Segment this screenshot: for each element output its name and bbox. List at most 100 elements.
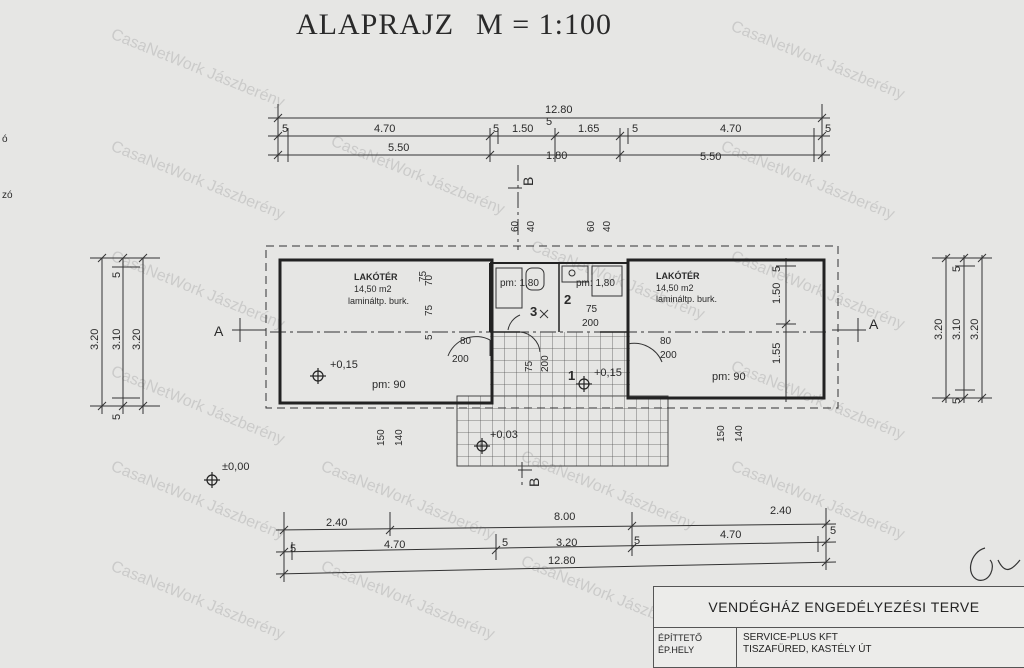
room-name: LAKÓTÉR — [656, 270, 700, 281]
terrace-level: +0,03 — [490, 429, 518, 441]
dim-label: 5 — [502, 537, 508, 549]
walls — [278, 258, 826, 405]
dim-label: 5 — [825, 123, 831, 135]
dim-label: 200 — [660, 350, 677, 361]
dim-label: 5.50 — [388, 142, 409, 154]
top-dimension-lines — [268, 104, 830, 162]
watermark: CasaNetWork Jászberény — [329, 133, 507, 218]
label-builder: ÉPÍTTETŐ — [658, 633, 703, 643]
dim-label: 1.50 — [771, 283, 783, 304]
dim-label: 3.20 — [556, 537, 577, 549]
watermark: CasaNetWork Jászberény — [729, 458, 907, 543]
terrace-tiles — [456, 395, 669, 467]
hall-number: 1 — [568, 368, 575, 383]
door-swings — [447, 314, 663, 363]
bath-left-number: 3 — [530, 304, 537, 319]
margin-text: ó — [2, 134, 8, 145]
dim-label: 1.80 — [546, 150, 567, 162]
dim-label: 3.20 — [89, 329, 101, 350]
dim-label: 8.00 — [554, 511, 575, 523]
dim-label: 150 — [376, 429, 387, 446]
signature — [969, 547, 1021, 581]
dim-label: 12.80 — [548, 555, 576, 567]
watermark: CasaNetWork Jászberény — [109, 248, 287, 333]
label-site: ÉP.HELY — [658, 645, 695, 655]
dim-label: 5 — [546, 116, 552, 128]
left-dimension-labels: 3.20 3.10 3.20 5 5 — [89, 272, 143, 420]
watermark: CasaNetWork Jászberény — [719, 138, 897, 223]
watermark: CasaNetWork Jászberény — [109, 558, 287, 643]
opening-dimensions: 60 40 60 40 75 70 75 5 80 200 80 200 75 … — [376, 220, 745, 446]
dim-label: 4.70 — [720, 529, 741, 541]
dim-label: 5 — [634, 535, 640, 547]
watermark: CasaNetWork Jászberény — [109, 26, 287, 111]
ground-level: ±0,00 — [222, 461, 249, 473]
right-dimension-lines — [776, 253, 992, 403]
dim-label: 5 — [830, 525, 836, 537]
bottom-dimension-lines — [275, 508, 837, 582]
dim-label: 5 — [771, 266, 783, 272]
dim-label: 5 — [111, 272, 123, 278]
title-block: VENDÉGHÁZ ENGEDÉLYEZÉSI TERVE ÉPÍTTETŐ É… — [653, 586, 1024, 668]
section-a-left: A — [214, 323, 224, 339]
watermark: CasaNetWork Jászberény — [109, 138, 287, 223]
room-floor: lamináltp. burk. — [348, 296, 409, 306]
dim-label: 5 — [111, 414, 123, 420]
bath-right-number: 2 — [564, 292, 571, 307]
section-labels: A A B B — [214, 177, 879, 487]
dim-label: 3.20 — [131, 329, 143, 350]
margin-text: zó — [2, 190, 13, 201]
dim-label: 5 — [290, 543, 296, 555]
dim-label: 60 — [586, 220, 597, 232]
value-builder: SERVICE-PLUS KFT — [743, 632, 838, 643]
watermark: CasaNetWork Jászberény — [729, 358, 907, 443]
room-left-height: pm: 90 — [372, 379, 406, 391]
bath-left-label: pm: 1,80 — [500, 278, 539, 289]
title-block-labels: ÉPÍTTETŐ ÉP.HELY — [654, 628, 737, 668]
dim-label: 3.20 — [969, 319, 981, 340]
dim-label: 70 — [424, 274, 435, 286]
room-floor: lamináltp. burk. — [656, 294, 717, 304]
dim-label: 150 — [716, 425, 727, 442]
bottom-dimension-labels: 2.40 8.00 2.40 5 4.70 5 3.20 5 4.70 5 12… — [290, 505, 836, 567]
dim-label: 75 — [524, 360, 535, 372]
watermarks: CasaNetWork Jászberény CasaNetWork Jászb… — [109, 18, 907, 643]
top-dimension-labels: 12.80 5 4.70 5 1.50 5 1.65 5 4.70 5 5.50… — [282, 104, 831, 163]
dim-label: 80 — [660, 336, 672, 347]
dim-label: 75 — [424, 304, 435, 316]
dim-label: 5 — [951, 398, 963, 404]
sanitary-fixtures — [495, 265, 623, 319]
dim-label: 4.70 — [720, 123, 741, 135]
dim-label: 75 — [586, 304, 598, 315]
title-block-heading: VENDÉGHÁZ ENGEDÉLYEZÉSI TERVE — [654, 587, 1024, 628]
dim-label: 140 — [394, 429, 405, 446]
title-scale: M = 1:100 — [476, 8, 612, 41]
dim-label: 200 — [452, 354, 469, 365]
dim-label: 60 — [510, 220, 521, 232]
dim-label: 4.70 — [374, 123, 395, 135]
dim-label: 2.40 — [770, 505, 791, 517]
dim-label: 1.55 — [771, 343, 783, 364]
right-dimension-labels: 3.20 3.10 3.20 5 5 5 1.50 1.55 — [771, 266, 981, 404]
dim-label: 3.10 — [111, 329, 123, 350]
left-dimension-lines — [90, 253, 160, 414]
dim-label: 5 — [632, 123, 638, 135]
dim-label: 12.80 — [545, 104, 573, 116]
level-markers — [204, 368, 592, 488]
bath-right-label: pm: 1,80 — [576, 278, 615, 289]
dim-label: 140 — [734, 425, 745, 442]
dim-label: 5 — [282, 123, 288, 135]
roof-outline — [265, 245, 839, 409]
dim-label: 5 — [424, 334, 435, 340]
dim-label: 40 — [602, 220, 613, 232]
section-a-right: A — [869, 316, 879, 332]
dim-label: 1.50 — [512, 123, 533, 135]
hall-level: +0,15 — [594, 367, 622, 379]
watermark: CasaNetWork Jászberény — [319, 458, 497, 543]
room-area: 14,50 m2 — [656, 283, 694, 293]
dim-label: 75 — [418, 270, 429, 282]
room-area: 14,50 m2 — [354, 284, 392, 294]
